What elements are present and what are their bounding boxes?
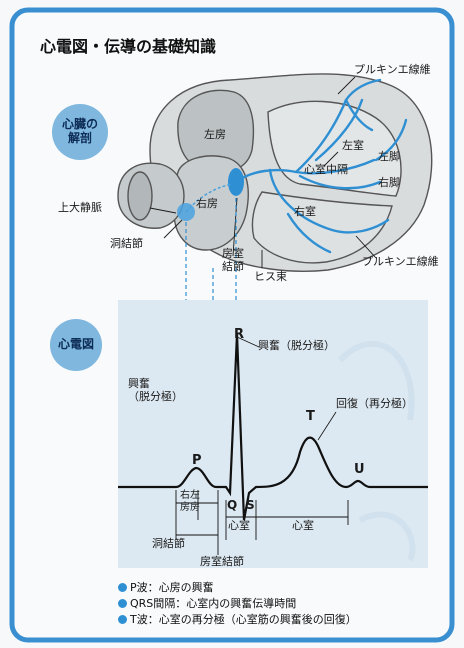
av-node-interval-label: 房室結節 (200, 556, 244, 569)
right-atrium-label: 右房 (196, 198, 218, 211)
ecg-section-badge: 心電図 (50, 319, 102, 371)
r-excitation-annotation: 興奮（脱分極） (258, 340, 335, 353)
heart-anatomy-section-badge: 心臓の 解剖 (52, 104, 108, 160)
sinus-node-interval-label: 洞結節 (152, 538, 185, 551)
p-excitation-annotation: 興奮 （脱分極） (128, 378, 183, 403)
sinus-node-label: 洞結節 (110, 238, 143, 251)
purkinje-fibers-top-label: プルキンエ線維 (354, 64, 431, 77)
bullet-icon (118, 599, 127, 608)
page-title: 心電図・伝導の基礎知識 (40, 38, 216, 56)
qrs-ventricle-interval-label: 心室 (228, 520, 250, 533)
legend-item-qrs: QRS間隔：心室内の興奮伝導時間 (118, 595, 296, 611)
right-ventricle-label: 右室 (294, 206, 316, 219)
r-wave-label: R (234, 328, 244, 343)
t-wave-label: T (306, 410, 315, 425)
av-node-shape (228, 168, 244, 196)
legend-item-p-wave: P波：心房の興奮 (118, 579, 214, 595)
legend-text: QRS間隔：心室内の興奮伝導時間 (130, 597, 296, 610)
superior-vena-cava-label: 上大静脈 (58, 202, 102, 215)
atria-interval-label: 右左 房房 (180, 490, 200, 513)
right-bundle-branch-label: 右脚 (378, 177, 400, 190)
his-bundle-label: ヒス束 (254, 271, 287, 284)
legend-text: P波：心房の興奮 (130, 581, 214, 594)
legend-item-t-wave: T波：心室の再分極（心室筋の興奮後の回復） (118, 611, 357, 627)
t-recovery-annotation: 回復（再分極） (336, 398, 413, 411)
q-wave-label: Q (227, 499, 237, 513)
purkinje-fibers-bottom-label: プルキンエ線維 (362, 256, 439, 269)
av-node-label: 房室 結節 (222, 248, 244, 273)
s-wave-label: S (246, 499, 255, 513)
left-ventricle-label: 左室 (342, 140, 364, 153)
bullet-icon (118, 615, 127, 624)
legend-text: T波：心室の再分極（心室筋の興奮後の回復） (130, 613, 357, 626)
bullet-icon (118, 583, 127, 592)
left-bundle-branch-label: 左脚 (378, 151, 400, 164)
septum-label: 心室中隔 (304, 164, 348, 177)
left-atrium-label: 左房 (204, 129, 226, 142)
t-ventricle-interval-label: 心室 (292, 520, 314, 533)
u-wave-label: U (354, 463, 365, 478)
p-wave-label: P (192, 454, 202, 469)
